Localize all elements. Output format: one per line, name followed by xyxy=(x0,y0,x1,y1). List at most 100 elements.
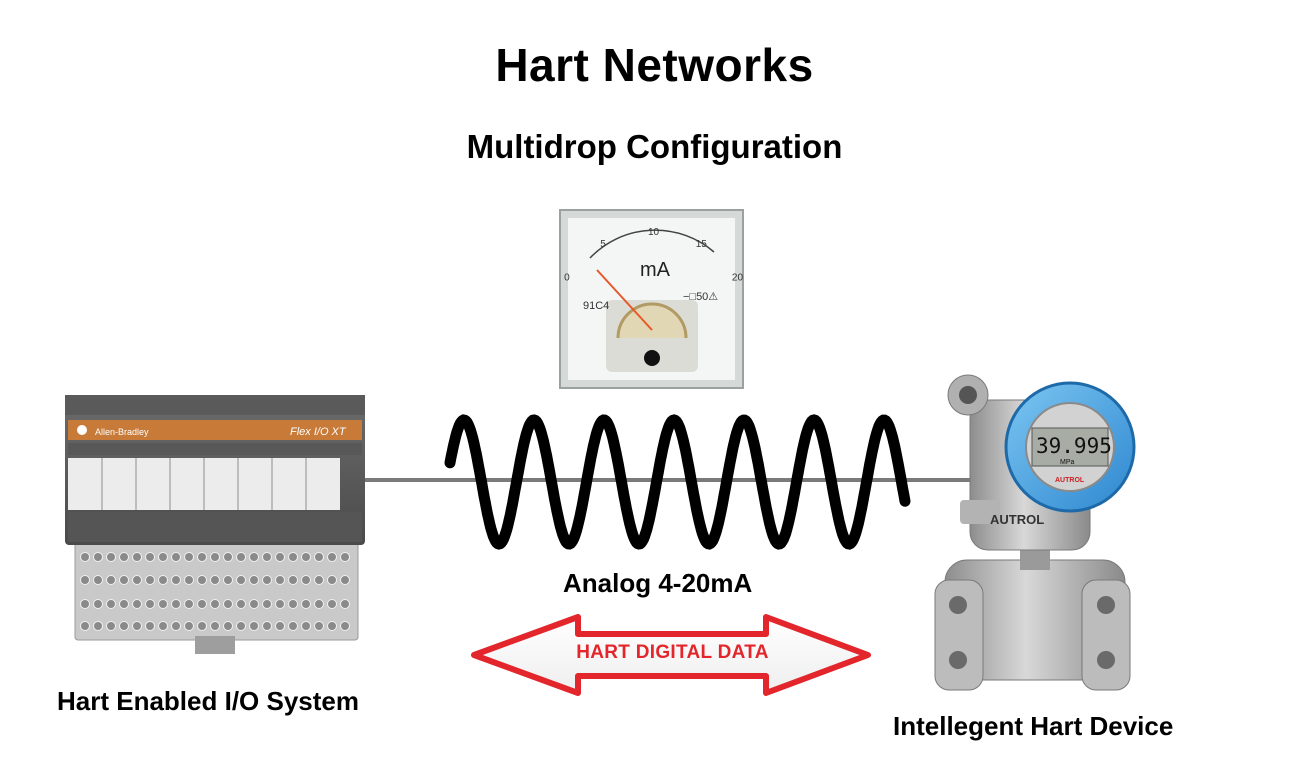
terminal-screw xyxy=(197,575,207,585)
terminal-screw xyxy=(158,599,168,609)
terminal-screw xyxy=(145,552,155,562)
terminal-screw xyxy=(327,621,337,631)
terminal-screw xyxy=(223,552,233,562)
terminal-screw xyxy=(236,599,246,609)
io-product-text: Flex I/O XT xyxy=(290,426,347,438)
terminal-screw xyxy=(210,552,220,562)
transmitter-face-brand: AUTROL xyxy=(1055,477,1085,484)
terminal-screw xyxy=(158,621,168,631)
terminal-screw xyxy=(301,575,311,585)
terminal-screw xyxy=(171,599,181,609)
diagram-title: Hart Networks xyxy=(495,39,814,91)
terminal-screw xyxy=(249,621,259,631)
terminal-screw xyxy=(262,599,272,609)
terminal-screw xyxy=(301,552,311,562)
terminal-screw xyxy=(301,621,311,631)
terminal-screw xyxy=(119,621,129,631)
terminal-screw xyxy=(93,621,103,631)
terminal-screw xyxy=(119,575,129,585)
io-brand-text: Allen-Bradley xyxy=(95,427,149,437)
terminal-screw xyxy=(314,621,324,631)
terminal-screw xyxy=(106,621,116,631)
terminal-screw xyxy=(275,621,285,631)
meter-model-label: 91C4 xyxy=(583,300,609,312)
hart-digital-data-label: HART DIGITAL DATA xyxy=(576,642,769,663)
terminal-screw xyxy=(106,575,116,585)
transmitter-housing-brand: AUTROL xyxy=(990,512,1044,527)
terminal-screw xyxy=(93,552,103,562)
terminal-screw xyxy=(223,621,233,631)
terminal-screw xyxy=(288,575,298,585)
terminal-screw xyxy=(158,575,168,585)
io-system-device: Allen-Bradley Flex I/O XT xyxy=(65,395,365,654)
meter-scale-label: 20 xyxy=(732,273,744,284)
terminal-screw xyxy=(171,575,181,585)
terminal-screw xyxy=(80,621,90,631)
diagram-subtitle: Multidrop Configuration xyxy=(466,128,843,165)
transmitter-display-value: 39.995 xyxy=(1036,434,1112,458)
terminal-screw xyxy=(262,575,272,585)
hart-digital-arrow xyxy=(471,614,871,696)
terminal-screw xyxy=(249,552,259,562)
terminal-screw xyxy=(262,621,272,631)
terminal-screw xyxy=(106,552,116,562)
terminal-screw xyxy=(184,621,194,631)
terminal-screw xyxy=(210,599,220,609)
terminal-screw xyxy=(301,599,311,609)
terminal-screw xyxy=(80,575,90,585)
terminal-screw xyxy=(327,552,337,562)
terminal-screw xyxy=(275,552,285,562)
meter-rating-label: −□50⚠ xyxy=(683,291,718,303)
meter-scale-label: 10 xyxy=(648,227,660,238)
ammeter: 0 5 10 15 20 mA 91C4 −□50⚠ xyxy=(559,209,744,389)
terminal-screw xyxy=(249,575,259,585)
terminal-screw xyxy=(184,552,194,562)
meter-unit-label: mA xyxy=(640,259,671,281)
terminal-screw xyxy=(197,621,207,631)
terminal-screw xyxy=(314,575,324,585)
terminal-screw xyxy=(132,599,142,609)
terminal-screw xyxy=(327,575,337,585)
terminal-screw xyxy=(145,575,155,585)
hart-device-label: Intellegent Hart Device xyxy=(893,711,1174,741)
terminal-screw xyxy=(171,552,181,562)
io-slot-dividers xyxy=(101,458,307,510)
meter-scale-label: 15 xyxy=(696,239,708,250)
terminal-screw xyxy=(314,552,324,562)
terminal-screw xyxy=(119,552,129,562)
terminal-screw xyxy=(340,621,350,631)
meter-scale-label: 5 xyxy=(600,239,606,250)
terminal-screw xyxy=(210,621,220,631)
terminal-rows xyxy=(80,552,350,631)
terminal-screw xyxy=(158,552,168,562)
terminal-screw xyxy=(184,599,194,609)
terminal-screw xyxy=(171,621,181,631)
terminal-screw xyxy=(288,599,298,609)
terminal-screw xyxy=(197,599,207,609)
terminal-screw xyxy=(288,621,298,631)
analog-wave xyxy=(444,414,911,550)
terminal-screw xyxy=(236,621,246,631)
terminal-screw xyxy=(236,552,246,562)
transmitter-display-unit: MPa xyxy=(1060,459,1075,466)
terminal-screw xyxy=(340,599,350,609)
terminal-screw xyxy=(132,575,142,585)
terminal-screw xyxy=(145,621,155,631)
terminal-screw xyxy=(93,599,103,609)
terminal-screw xyxy=(132,621,142,631)
terminal-screw xyxy=(223,575,233,585)
analog-signal-label: Analog 4-20mA xyxy=(563,568,753,598)
terminal-screw xyxy=(106,599,116,609)
terminal-screw xyxy=(80,599,90,609)
terminal-screw xyxy=(314,599,324,609)
terminal-screw xyxy=(249,599,259,609)
terminal-screw xyxy=(197,552,207,562)
terminal-screw xyxy=(119,599,129,609)
meter-scale-label: 0 xyxy=(564,273,570,284)
terminal-screw xyxy=(340,552,350,562)
terminal-screw xyxy=(340,575,350,585)
terminal-screw xyxy=(275,575,285,585)
terminal-screw xyxy=(262,552,272,562)
terminal-screw xyxy=(93,575,103,585)
